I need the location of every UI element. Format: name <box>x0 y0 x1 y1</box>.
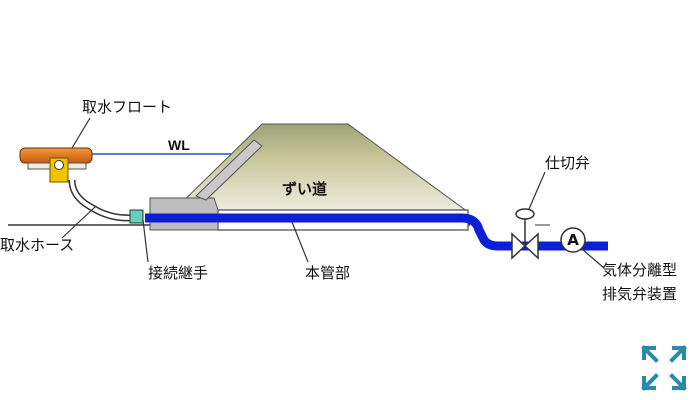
expand-arrows-icon <box>641 345 687 391</box>
expand-button[interactable] <box>636 340 692 396</box>
connection-joint <box>129 209 144 224</box>
leader-joint <box>142 219 149 263</box>
label-joint: 接続継手 <box>148 264 208 282</box>
leader-hose <box>61 205 97 239</box>
label-tunnel: ずい道 <box>282 180 327 198</box>
label-separator-line2: 排気弁装置 <box>602 285 677 303</box>
label-main-pipe: 本管部 <box>305 264 350 282</box>
label-gate-valve: 仕切弁 <box>545 154 590 172</box>
label-intake-hose: 取水ホース <box>0 236 74 254</box>
leader-main-pipe <box>291 221 309 263</box>
label-separator-line1: 気体分離型 <box>602 261 677 279</box>
label-intake-float: 取水フロート <box>82 98 172 116</box>
leader-air-valve <box>581 248 605 269</box>
leader-float <box>71 117 91 149</box>
label-water-level: WL <box>168 137 190 153</box>
intake-hose <box>70 179 135 220</box>
gate-valve-handwheel <box>515 208 535 220</box>
air-valve-symbol <box>560 227 586 253</box>
intake-float-pivot <box>54 160 64 170</box>
air-valve-symbol-label: A <box>567 231 579 249</box>
main-pipe <box>145 213 608 251</box>
slope-plate <box>195 139 263 201</box>
leader-gate-valve <box>528 171 546 210</box>
